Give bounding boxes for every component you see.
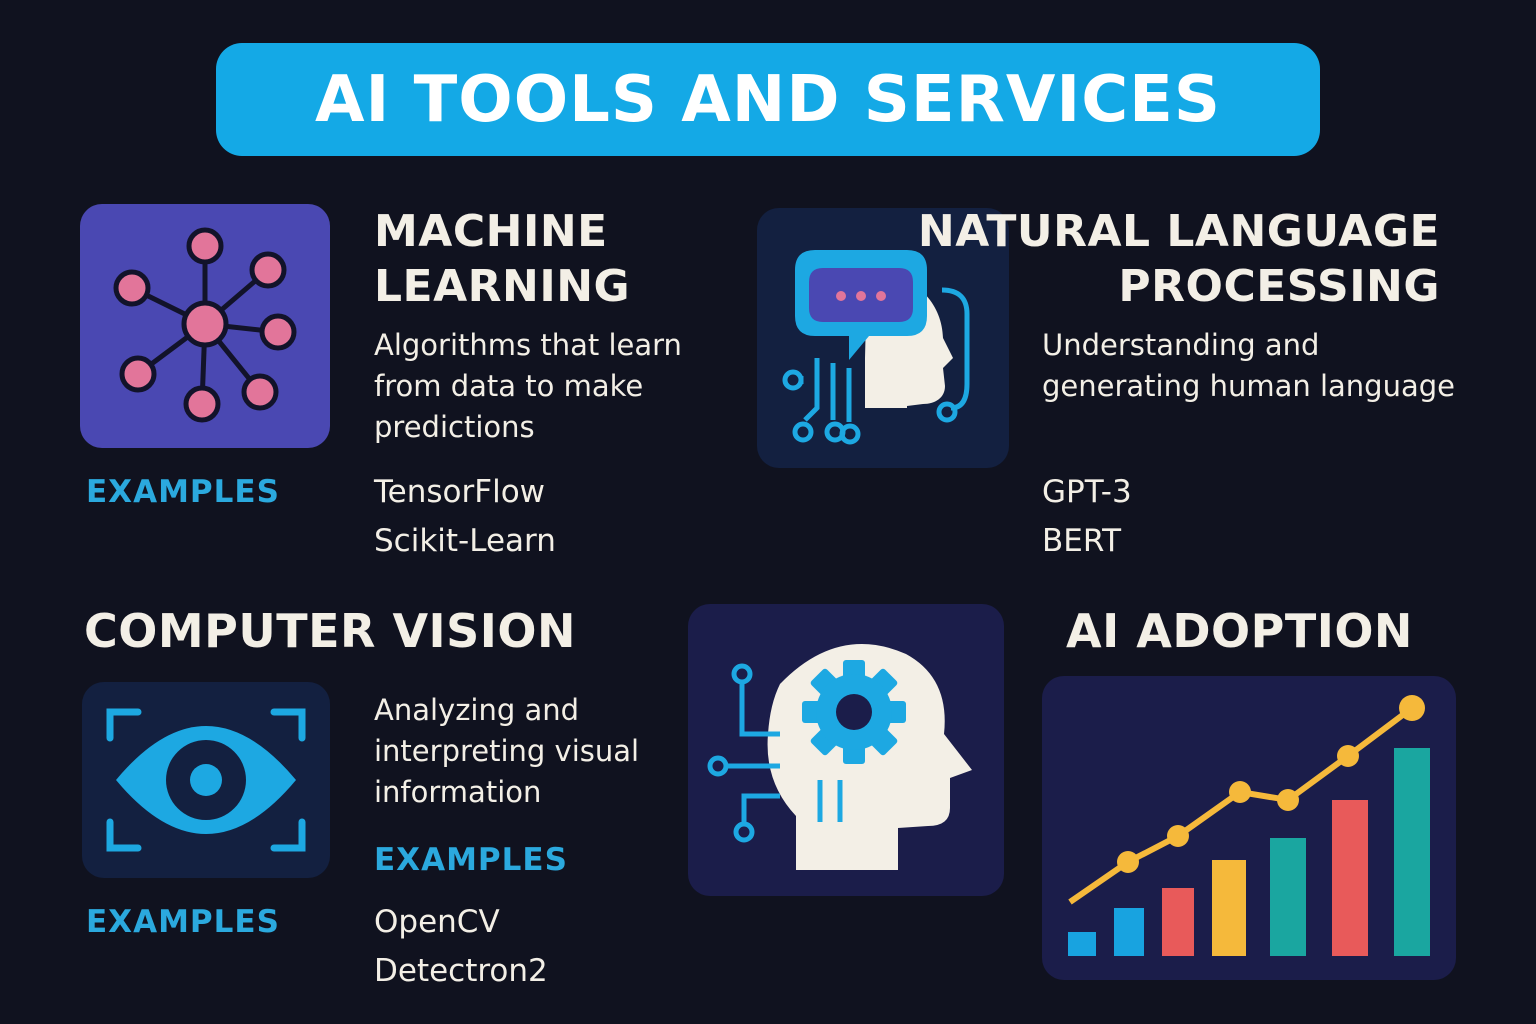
nlp-heading-line2: PROCESSING <box>1118 261 1440 312</box>
ml-heading-line2: LEARNING <box>374 261 631 312</box>
bar <box>1332 800 1368 956</box>
nlp-examples-list: GPT-3 BERT <box>1042 468 1132 566</box>
nlp-desc-line2: generating human language <box>1042 369 1455 403</box>
adoption-heading: AI ADOPTION <box>1066 604 1413 658</box>
cv-heading: COMPUTER VISION <box>84 604 577 658</box>
growth-chart-icon <box>1042 676 1456 980</box>
list-item: BERT <box>1042 523 1122 559</box>
bar <box>1162 888 1194 956</box>
trend-point <box>1229 781 1251 803</box>
cv-desc-line2: interpreting visual <box>374 734 640 768</box>
bar <box>1114 908 1144 956</box>
nlp-description: Understanding and generating human langu… <box>1042 325 1455 407</box>
list-item: Detectron2 <box>374 953 548 989</box>
list-item: GPT-3 <box>1042 474 1132 510</box>
list-item: Scikit-Learn <box>374 523 556 559</box>
ml-heading-line1: MACHINE <box>374 206 608 257</box>
ml-heading: MACHINE LEARNING <box>374 204 630 314</box>
chat-head-circuit-icon <box>757 208 1009 468</box>
head-gear-circuit-icon <box>688 604 1004 896</box>
nlp-heading: NATURAL LANGUAGE PROCESSING <box>900 204 1440 314</box>
trend-point <box>1277 789 1299 811</box>
nlp-heading-line1: NATURAL LANGUAGE <box>917 206 1440 257</box>
cv-examples-list: OpenCV Detectron2 <box>374 898 548 996</box>
list-item: TensorFlow <box>374 474 546 510</box>
cv-examples-label-right: EXAMPLES <box>374 842 568 878</box>
bar <box>1068 932 1096 956</box>
nlp-desc-line1: Understanding and <box>1042 328 1320 362</box>
ml-desc-line2: from data to make <box>374 369 644 403</box>
neural-network-icon <box>80 204 330 448</box>
cv-desc-line3: information <box>374 775 542 809</box>
ml-examples-label: EXAMPLES <box>86 474 280 510</box>
trend-point <box>1337 745 1359 767</box>
ml-description: Algorithms that learn from data to make … <box>374 325 682 448</box>
trend-point <box>1167 825 1189 847</box>
cv-examples-label-left: EXAMPLES <box>86 904 280 940</box>
eye-scan-icon <box>82 682 330 878</box>
bar <box>1394 748 1430 956</box>
cv-description: Analyzing and interpreting visual inform… <box>374 690 639 813</box>
bar <box>1212 860 1246 956</box>
cv-desc-line1: Analyzing and <box>374 693 580 727</box>
ml-desc-line3: predictions <box>374 410 535 444</box>
trend-point <box>1117 851 1139 873</box>
trend-point <box>1399 695 1425 721</box>
ml-desc-line1: Algorithms that learn <box>374 328 682 362</box>
ml-examples-list: TensorFlow Scikit-Learn <box>374 468 556 566</box>
list-item: OpenCV <box>374 904 500 940</box>
page-title: AI TOOLS AND SERVICES <box>315 62 1221 137</box>
title-banner: AI TOOLS AND SERVICES <box>216 43 1320 156</box>
bar <box>1270 838 1306 956</box>
